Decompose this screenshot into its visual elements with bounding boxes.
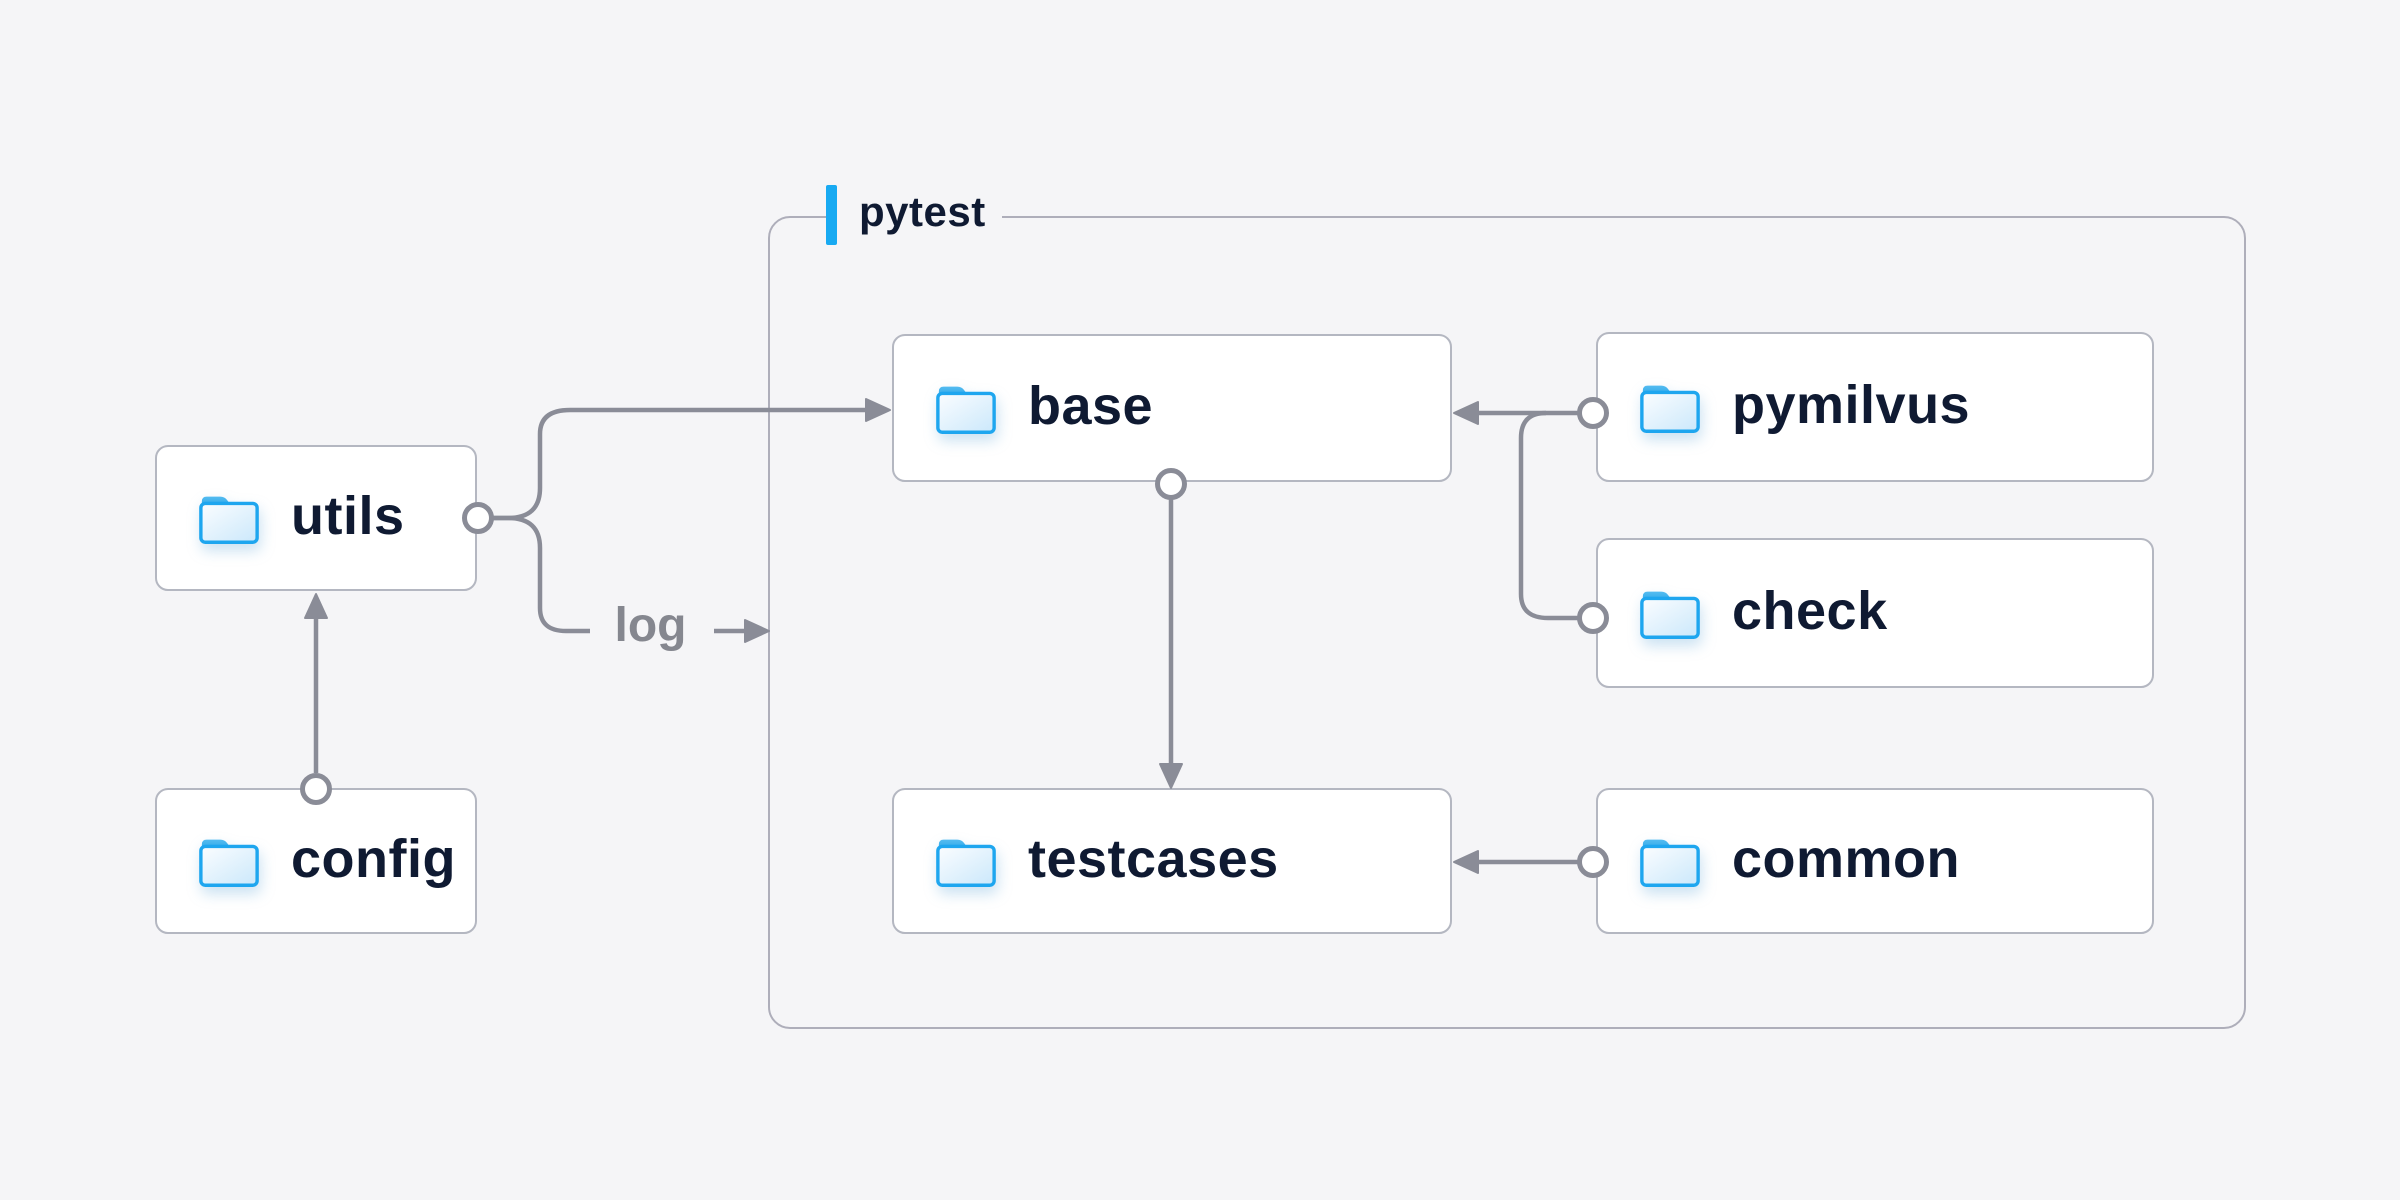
folder-icon — [1640, 385, 1700, 433]
log-edge-label: log — [614, 599, 687, 652]
folder-icon — [936, 386, 996, 434]
node-config: config — [155, 788, 477, 934]
node-pymilvus: pymilvus — [1596, 332, 2154, 482]
arrowhead-right — [744, 619, 770, 643]
folder-icon — [1640, 839, 1700, 887]
accent-bar — [826, 185, 837, 245]
node-base: base — [892, 334, 1452, 482]
node-label: base — [1028, 376, 1154, 436]
pytest-title-label: pytest — [859, 188, 986, 235]
folder-icon — [936, 839, 996, 887]
node-label: check — [1732, 581, 1888, 641]
node-label: config — [291, 829, 456, 889]
node-common: common — [1596, 788, 2154, 934]
node-utils: utils — [155, 445, 477, 591]
pytest-title: pytest — [826, 185, 1002, 245]
node-label: common — [1732, 829, 1961, 889]
folder-icon — [199, 839, 259, 887]
folder-icon — [1640, 591, 1700, 639]
arrowhead-up — [304, 593, 328, 619]
node-label: utils — [291, 486, 405, 546]
node-testcases: testcases — [892, 788, 1452, 934]
node-label: testcases — [1028, 829, 1279, 889]
node-label: pymilvus — [1732, 375, 1971, 435]
node-check: check — [1596, 538, 2154, 688]
edge-utils-log — [492, 515, 590, 634]
folder-icon — [199, 496, 259, 544]
